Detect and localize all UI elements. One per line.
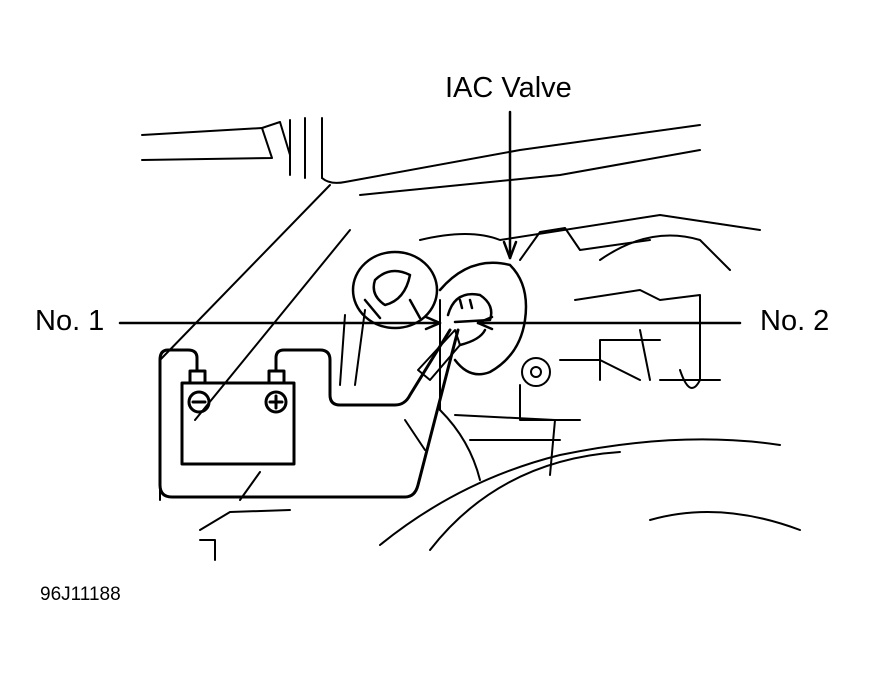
figure-id: 96J11188 — [40, 584, 121, 605]
no1-label: No. 1 — [35, 305, 105, 337]
arrows — [118, 110, 742, 331]
engine-bay-line-art — [141, 117, 801, 561]
iac-valve-label: IAC Valve — [445, 72, 572, 104]
jumper-wires — [158, 328, 461, 499]
negative-terminal-icon — [187, 390, 211, 414]
positive-terminal-icon — [264, 390, 288, 414]
throttle-body — [351, 250, 439, 330]
no2-label: No. 2 — [760, 305, 830, 337]
iac-valve — [438, 261, 528, 376]
battery — [180, 369, 296, 466]
